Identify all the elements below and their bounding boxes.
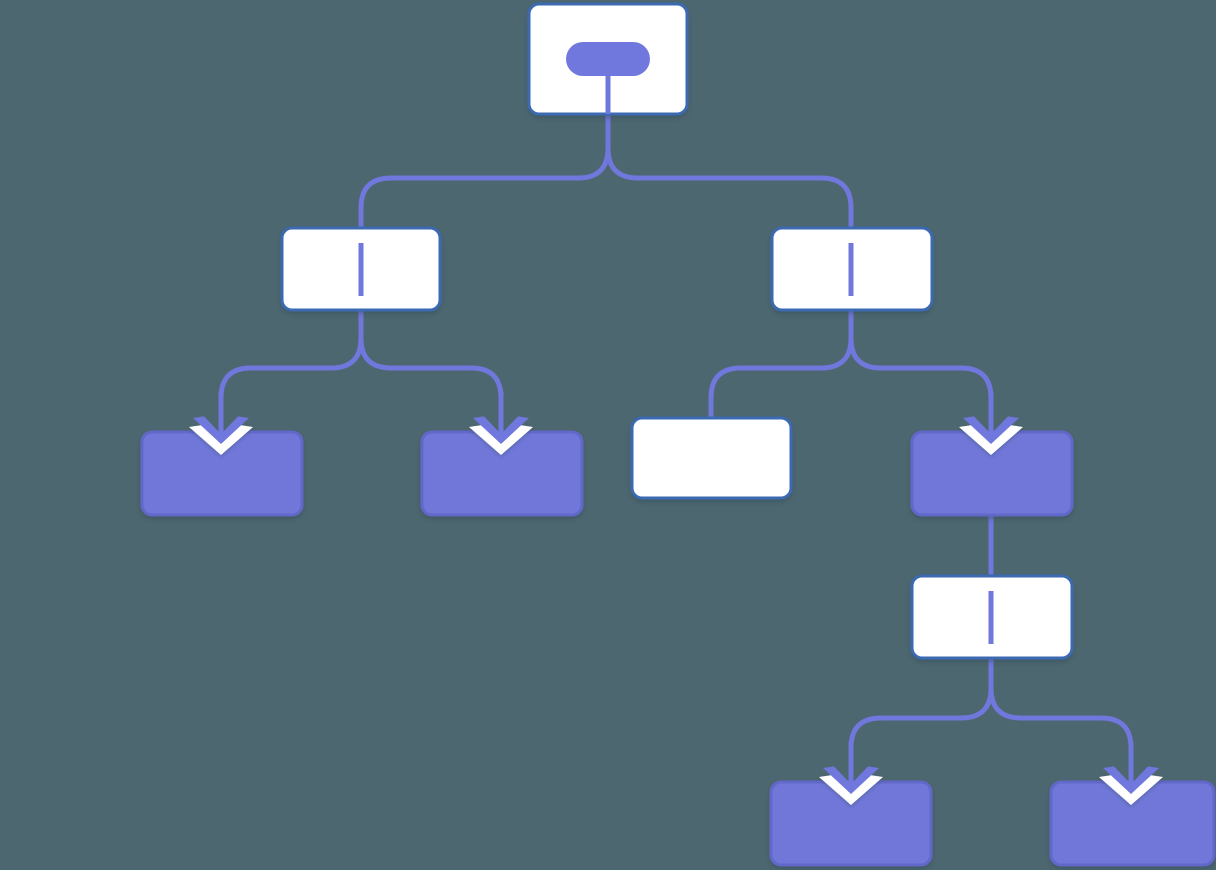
arrowhead-leaf-2 [473, 416, 529, 444]
arrowhead-leaf-5 [1103, 766, 1159, 794]
nodes-layer [140, 2, 1216, 867]
arrowhead-leaf-4 [823, 766, 879, 794]
connector-right-branch-to-leaves [848, 310, 994, 446]
connector-mid-to-bottom-leaves [848, 658, 994, 796]
arrowhead-branch-2-halo [959, 424, 1023, 455]
root-node-pill[interactable] [566, 42, 650, 76]
arrowhead-leaf-5-halo [1099, 774, 1163, 805]
connector-right-branch-to-leaves [708, 310, 854, 418]
connector-root-to-row2 [358, 114, 611, 228]
arrowhead-branch-2 [963, 416, 1019, 444]
passthrough-lines-layer [358, 68, 994, 644]
connector-left-branch-to-leaves [358, 310, 504, 446]
arrowhead-leaf-4-halo [819, 774, 883, 805]
leaf-node-3-white[interactable] [630, 416, 793, 500]
connector-root-to-row2 [605, 114, 854, 228]
arrowhead-leaf-1-halo [189, 424, 253, 455]
arrowhead-leaf-2-halo [469, 424, 533, 455]
connectors-layer [218, 114, 1134, 796]
connector-mid-to-bottom-leaves [988, 658, 1134, 796]
connector-left-branch-to-leaves [218, 310, 364, 446]
arrowheads-layer [189, 392, 1163, 805]
arrowhead-leaf-1 [193, 416, 249, 444]
